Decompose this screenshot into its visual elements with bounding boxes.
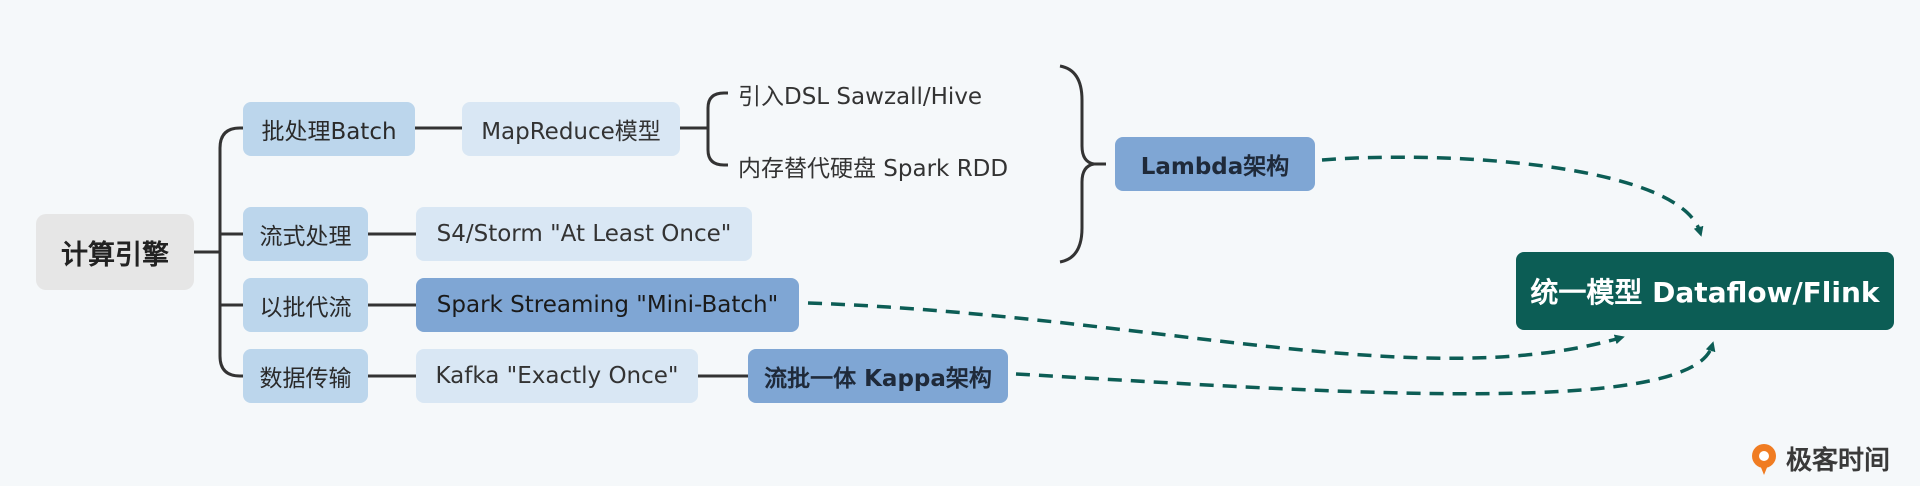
mapreduce-label: MapReduce模型 xyxy=(481,119,661,145)
lambda-node: Lambda架构 xyxy=(1115,137,1315,191)
unified-model-label: 统一模型 Dataflow/Flink xyxy=(1530,276,1880,309)
kappa-label: 流批一体 Kappa架构 xyxy=(764,366,992,392)
root-connector xyxy=(192,126,245,378)
data-transfer-node: 数据传输 xyxy=(243,349,368,403)
data-transfer-label: 数据传输 xyxy=(259,366,352,392)
mapreduce-node: MapReduce模型 xyxy=(462,102,680,156)
kafka-label: Kafka "Exactly Once" xyxy=(435,363,679,389)
root-label: 计算引擎 xyxy=(61,239,169,271)
lambda-label: Lambda架构 xyxy=(1140,154,1290,180)
spark-streaming-arrow xyxy=(807,301,1625,360)
rdd-node: 内存替代硬盘 Spark RDD xyxy=(738,148,1058,184)
lambda-arrow xyxy=(1321,155,1704,237)
kappa-node: 流批一体 Kappa架构 xyxy=(748,349,1008,403)
batch-label: 批处理Batch xyxy=(261,119,397,145)
stream-label: 流式处理 xyxy=(259,224,352,250)
spark-streaming-node: Spark Streaming "Mini-Batch" xyxy=(416,278,799,332)
mapreduce-branch-line xyxy=(680,91,728,167)
storm-label: S4/Storm "At Least Once" xyxy=(436,221,732,247)
logo: 极客时间 xyxy=(1748,440,1890,477)
batch-as-stream-node: 以批代流 xyxy=(243,278,368,332)
kafka-node: Kafka "Exactly Once" xyxy=(416,349,698,403)
geektime-logo-icon xyxy=(1752,443,1776,475)
dsl-label: 引入DSL Sawzall/Hive xyxy=(738,84,983,110)
storm-node: S4/Storm "At Least Once" xyxy=(416,207,752,261)
rdd-label: 内存替代硬盘 Spark RDD xyxy=(738,156,1009,182)
dsl-node: 引入DSL Sawzall/Hive xyxy=(738,76,1018,112)
kappa-arrow xyxy=(1015,341,1716,396)
spark-streaming-label: Spark Streaming "Mini-Batch" xyxy=(436,292,779,318)
logo-text: 极客时间 xyxy=(1786,446,1891,476)
batch-node: 批处理Batch xyxy=(243,102,415,156)
root-node: 计算引擎 xyxy=(36,214,194,290)
unified-model-node: 统一模型 Dataflow/Flink xyxy=(1516,252,1894,330)
lambda-brace xyxy=(1059,64,1106,264)
stream-node: 流式处理 xyxy=(243,207,368,261)
batch-as-stream-label: 以批代流 xyxy=(259,295,352,321)
